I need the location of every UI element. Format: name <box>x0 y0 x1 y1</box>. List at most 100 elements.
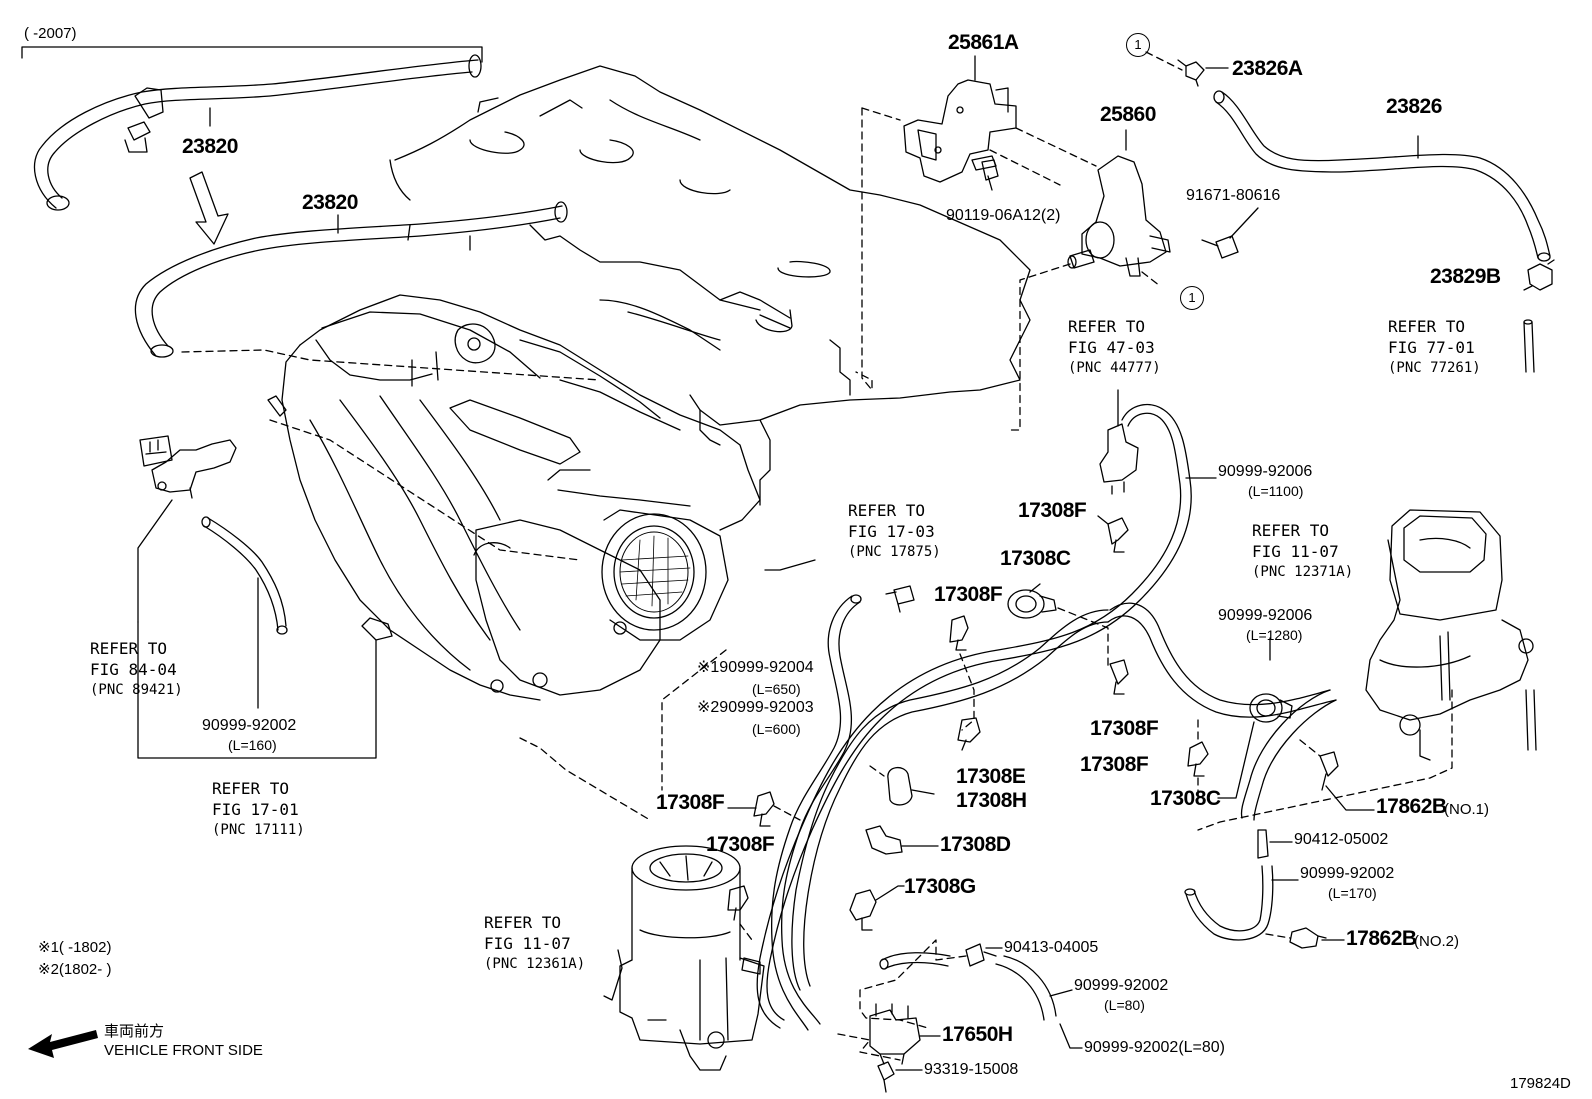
refer-84-04: REFER TO FIG 84-04 (PNC 89421) <box>90 638 183 701</box>
dash-17308F-f <box>739 923 753 941</box>
date-range-label: ( -2007) <box>24 25 77 42</box>
leader-17308G <box>875 885 905 901</box>
label-23820-mid: 23820 <box>302 191 358 214</box>
refer-47-03: REFER TO FIG 47-03 (PNC 44777) <box>1068 316 1161 379</box>
dash-25860-circle1 <box>1141 271 1161 287</box>
refer-77-01-pnc: (PNC 77261) <box>1388 360 1481 376</box>
hose-23826 <box>1213 90 1551 262</box>
leader-12361A <box>603 949 623 1001</box>
clamp-17308H <box>887 767 935 806</box>
bracket-25861A <box>903 55 1017 183</box>
label-17308C-b: 17308C <box>1150 787 1221 810</box>
dash-23820 <box>181 349 601 381</box>
hose-23820-upper <box>33 54 482 211</box>
hose-90999-92004-L650 <box>771 594 862 1031</box>
callout-1-bottom: 1 <box>1180 286 1204 310</box>
refer-17-03-line2: FIG 17-03 <box>848 522 935 541</box>
label-17308D: 17308D <box>940 833 1011 856</box>
vehicle-front-en: VEHICLE FRONT SIDE <box>104 1042 263 1059</box>
date-range-bracket <box>21 46 483 63</box>
refer-17-01-pnc: (PNC 17111) <box>212 822 305 838</box>
vehicle-front-arrow-icon <box>28 1030 98 1058</box>
label-17862B-2: 17862B <box>1346 927 1417 950</box>
refer-17-01-line1: REFER TO <box>212 779 290 798</box>
dash-25860-hose <box>1009 263 1071 431</box>
figure-id: 179824D <box>1510 1075 1571 1092</box>
clamp-17308C-a <box>1007 589 1057 619</box>
callout-1-top: 1 <box>1126 33 1150 57</box>
label-hose-80a-len: (L=80) <box>1104 997 1145 1013</box>
pipe-77-01 <box>1523 319 1535 373</box>
note-2: ※2(1802- ) <box>38 961 112 978</box>
label-17308H: 17308H <box>956 789 1027 812</box>
label-hose-80a: 90999-92002 <box>1074 977 1169 994</box>
label-17308F-b: 17308F <box>934 583 1003 606</box>
dash-17862B-2 <box>1265 933 1291 939</box>
dash-90413 <box>859 939 967 1029</box>
dash-17862B-1 <box>1299 739 1321 757</box>
label-hose-80b: 90999-92002(L=80) <box>1084 1039 1226 1056</box>
clip-17308F-a <box>1107 517 1129 553</box>
refer-17-03-pnc: (PNC 17875) <box>848 544 941 560</box>
label-hose-170: 90999-92002 <box>1300 865 1395 882</box>
label-hose-600-len: (L=600) <box>752 721 801 737</box>
refer-17-03: REFER TO FIG 17-03 (PNC 17875) <box>848 500 941 563</box>
refer-84-04-pnc: (PNC 89421) <box>90 682 183 698</box>
dash-17308C-a <box>1057 607 1109 671</box>
label-25860: 25860 <box>1100 103 1156 126</box>
refer-77-01: REFER TO FIG 77-01 (PNC 77261) <box>1388 316 1481 379</box>
dash-25861A-right <box>861 107 1097 186</box>
refer-11-07-left-line1: REFER TO <box>484 913 562 932</box>
refer-17-01: REFER TO FIG 17-01 (PNC 17111) <box>212 778 305 841</box>
label-17308C-a: 17308C <box>1000 547 1071 570</box>
hose-90999-92002-L170 <box>1184 865 1274 941</box>
intake-manifold <box>267 294 761 701</box>
refer-11-07-left: REFER TO FIG 11-07 (PNC 12361A) <box>484 912 585 975</box>
refer-11-07-right-pnc: (PNC 12371A) <box>1252 564 1354 580</box>
engine-block-outline <box>389 65 1031 571</box>
label-17308F-c: 17308F <box>1090 717 1159 740</box>
bolt-91671 <box>1201 235 1239 259</box>
label-no1: (NO.1) <box>1444 801 1489 818</box>
clip-17308F-c <box>1109 659 1129 695</box>
engine-mount-12361A <box>619 845 765 1071</box>
leader-17308C-a <box>1029 583 1041 593</box>
clip-17308E <box>957 717 981 751</box>
label-hose-1100: 90999-92006 <box>1218 463 1313 480</box>
refer-11-07-right-line1: REFER TO <box>1252 521 1330 540</box>
hose-23820-middle <box>134 201 568 358</box>
label-17650H: 17650H <box>942 1023 1013 1046</box>
leader-17308F-a <box>1097 515 1109 525</box>
label-23820-upper: 23820 <box>182 135 238 158</box>
vsv-25860 <box>1067 129 1171 277</box>
clip-23829B <box>1523 259 1555 291</box>
clip-17308F-d <box>1187 741 1209 777</box>
hose-90999-92002-L80 <box>879 952 951 970</box>
leader-17862B-1 <box>1325 785 1375 811</box>
label-17308G: 17308G <box>904 875 976 898</box>
label-23826: 23826 <box>1386 95 1442 118</box>
refer-47-03-line1: REFER TO <box>1068 317 1146 336</box>
clip-17862B-1 <box>1319 751 1339 791</box>
label-93319: 93319-15008 <box>924 1061 1019 1078</box>
refer-77-01-line1: REFER TO <box>1388 317 1466 336</box>
leader-hose-80b <box>1059 1023 1083 1049</box>
bolt-93319 <box>877 1061 895 1093</box>
clip-17862B-2 <box>1289 927 1327 949</box>
refer-17-01-line2: FIG 17-01 <box>212 800 299 819</box>
label-hose-1280-len: (L=1280) <box>1246 627 1303 643</box>
refer-11-07-right-line2: FIG 11-07 <box>1252 542 1339 561</box>
clip-23826A <box>1177 59 1205 87</box>
label-no2: (NO.2) <box>1414 933 1459 950</box>
hose-90999-92002-L80-b <box>995 955 1057 1021</box>
vehicle-front-jp: 車両前方 <box>104 1023 165 1040</box>
label-91671: 91671-80616 <box>1186 187 1281 204</box>
pressure-sensor <box>139 435 237 499</box>
label-17308F-d: 17308F <box>1080 753 1149 776</box>
refer-84-04-line1: REFER TO <box>90 639 168 658</box>
dash-mount-left <box>519 737 651 821</box>
refer-77-01-line2: FIG 77-01 <box>1388 338 1475 357</box>
dash-manifold <box>269 419 581 561</box>
clip-17308F-e <box>753 791 775 827</box>
